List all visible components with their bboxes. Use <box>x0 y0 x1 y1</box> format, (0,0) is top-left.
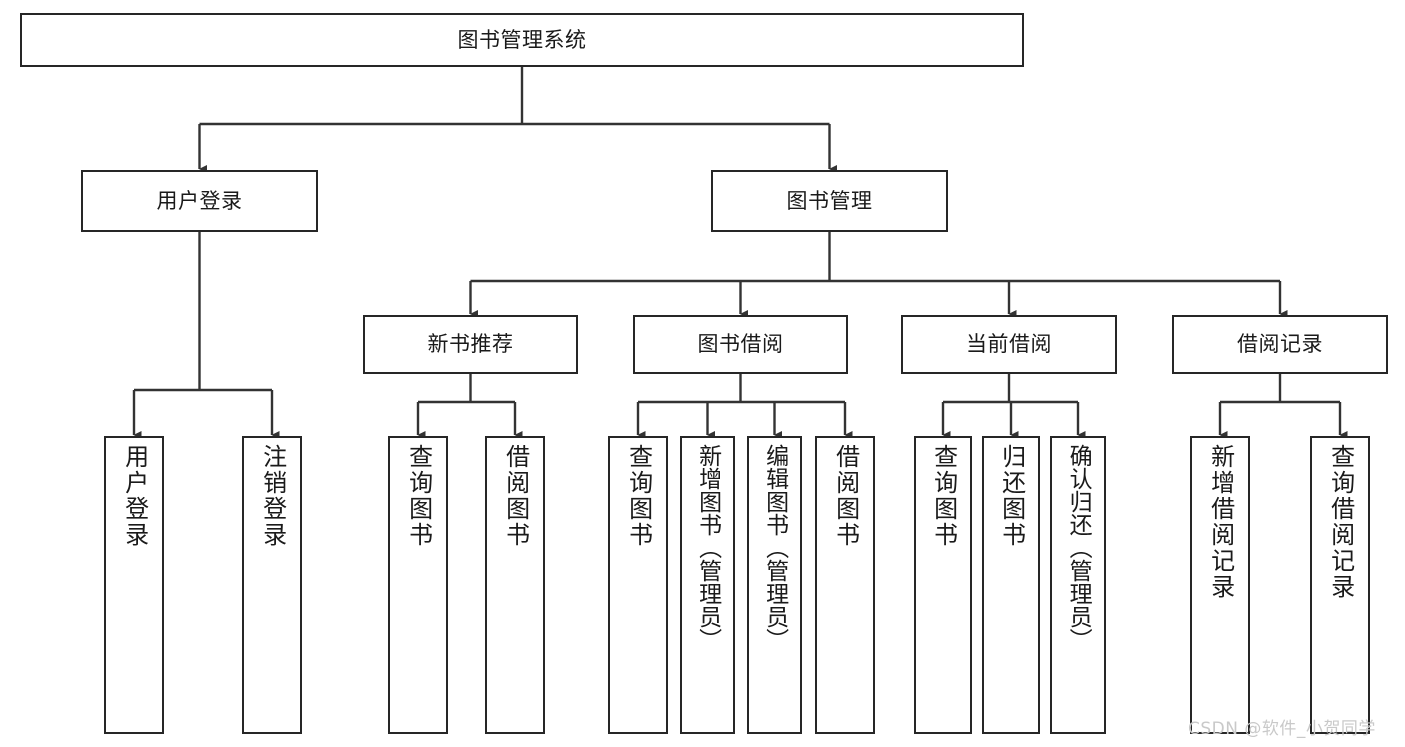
node-label: 归还图书 <box>997 444 1026 548</box>
node-leaf-edit-book[interactable]: 编辑图书（管理员） <box>747 436 802 734</box>
node-label: 确认归还（管理员） <box>1065 444 1092 651</box>
node-leaf-return-book[interactable]: 归还图书 <box>982 436 1040 734</box>
node-current-borrow[interactable]: 当前借阅 <box>901 315 1117 374</box>
node-leaf-confirm-return[interactable]: 确认归还（管理员） <box>1050 436 1106 734</box>
node-label: 用户登录 <box>120 444 149 548</box>
node-leaf-logout[interactable]: 注销登录 <box>242 436 302 734</box>
watermark-label: CSDN @软件_小贺同学 <box>1188 719 1376 739</box>
node-label: 编辑图书（管理员） <box>761 444 788 651</box>
node-new-book-rec[interactable]: 新书推荐 <box>363 315 578 374</box>
node-label: 注销登录 <box>258 444 287 548</box>
node-label: 当前借阅 <box>966 332 1052 357</box>
node-label: 查询图书 <box>624 444 653 548</box>
node-label: 新增借阅记录 <box>1206 444 1235 600</box>
node-label: 新书推荐 <box>427 332 514 357</box>
node-leaf-query-book-rec[interactable]: 查询图书 <box>388 436 448 734</box>
node-leaf-add-book[interactable]: 新增图书（管理员） <box>680 436 735 734</box>
node-leaf-add-record[interactable]: 新增借阅记录 <box>1190 436 1250 734</box>
node-book-manage[interactable]: 图书管理 <box>711 170 948 232</box>
node-label: 图书管理 <box>786 188 873 213</box>
node-book-borrow[interactable]: 图书借阅 <box>633 315 848 374</box>
node-label: 借阅图书 <box>501 444 530 548</box>
node-label: 借阅记录 <box>1237 332 1323 357</box>
node-label: 新增图书（管理员） <box>694 444 721 651</box>
node-label: 借阅图书 <box>831 444 860 548</box>
node-leaf-query-record[interactable]: 查询借阅记录 <box>1310 436 1370 734</box>
node-label: 图书借阅 <box>697 332 784 357</box>
node-label: 用户登录 <box>156 188 243 213</box>
node-leaf-borrow-book[interactable]: 借阅图书 <box>815 436 875 734</box>
node-leaf-query-book-borrow[interactable]: 查询图书 <box>608 436 668 734</box>
node-label: 查询借阅记录 <box>1326 444 1355 600</box>
node-label: 图书管理系统 <box>457 27 587 52</box>
node-root[interactable]: 图书管理系统 <box>20 13 1024 67</box>
node-label: 查询图书 <box>929 444 958 548</box>
node-user-login[interactable]: 用户登录 <box>81 170 318 232</box>
node-leaf-borrow-book-rec[interactable]: 借阅图书 <box>485 436 545 734</box>
node-borrow-record[interactable]: 借阅记录 <box>1172 315 1388 374</box>
node-leaf-user-login[interactable]: 用户登录 <box>104 436 164 734</box>
node-label: 查询图书 <box>404 444 433 548</box>
node-leaf-query-book-current[interactable]: 查询图书 <box>914 436 972 734</box>
